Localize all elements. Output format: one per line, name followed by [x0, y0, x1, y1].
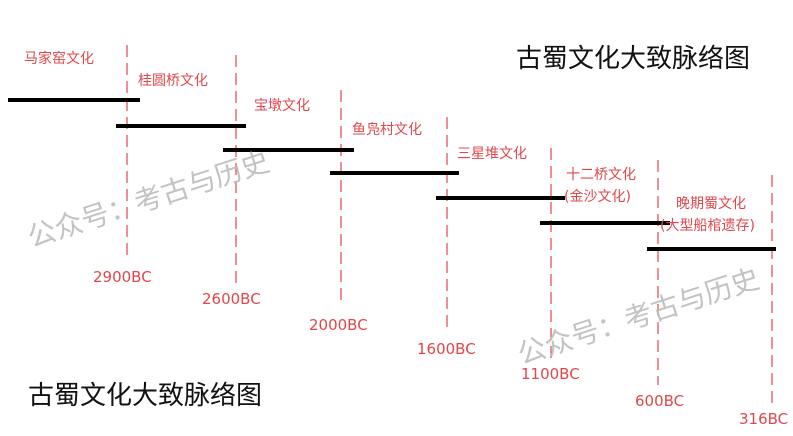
date-label-1100bc: 1100BC [521, 365, 580, 383]
culture-label-sanxingdui: 三星堆文化 [457, 146, 527, 162]
date-label-600bc: 600BC [635, 392, 685, 410]
culture-label-majiayao: 马家窑文化 [24, 51, 94, 67]
date-label-2600bc: 2600BC [202, 290, 261, 308]
culture-label-shierqiao: 十二桥文化 [566, 167, 636, 183]
date-label-316bc: 316BC [739, 410, 789, 428]
culture-label-baodun: 宝墩文化 [254, 98, 310, 114]
culture-subtitle-boat-coffin: (大型船棺遗存) [660, 218, 755, 234]
culture-subtitle-jinsha: (金沙文化) [564, 189, 631, 205]
date-label-1600bc: 1600BC [417, 340, 476, 358]
culture-label-late-shu: 晚期蜀文化 [676, 196, 746, 212]
culture-label-guiyuanqiao: 桂圆桥文化 [138, 73, 208, 89]
date-label-2000bc: 2000BC [309, 316, 368, 334]
diagram-title-bottom: 古蜀文化大致脉络图 [28, 381, 263, 411]
diagram-title: 古蜀文化大致脉络图 [516, 44, 751, 74]
date-label-2900bc: 2900BC [93, 268, 152, 286]
culture-label-yufucun: 鱼凫村文化 [352, 122, 422, 138]
